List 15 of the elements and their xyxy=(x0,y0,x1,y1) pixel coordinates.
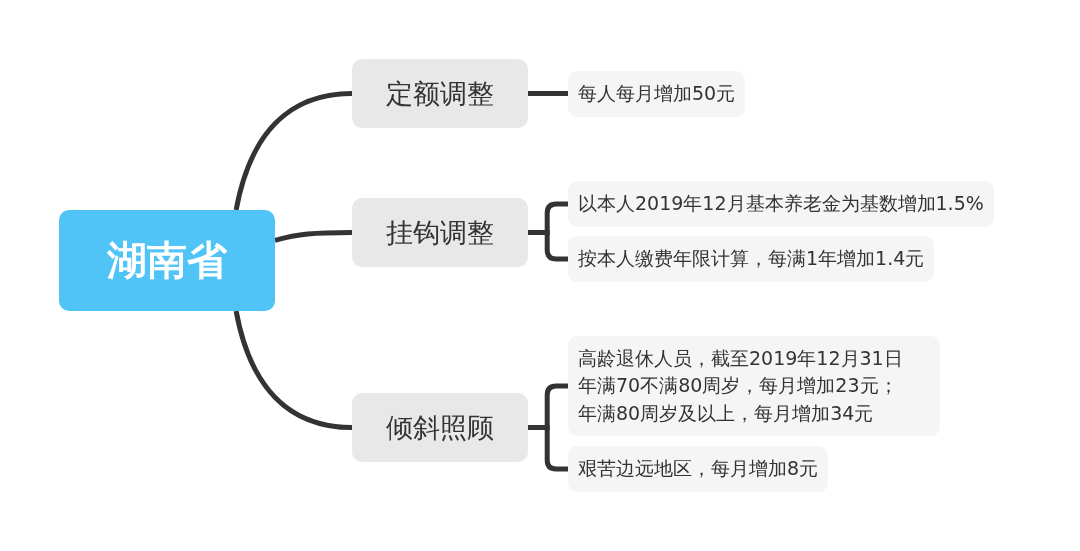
central-topic-box: 湖南省 xyxy=(59,210,275,311)
connector-line xyxy=(528,425,568,472)
topic-box: 倾斜照顾 xyxy=(352,393,528,462)
detail-box: 艰苦边远地区，每月增加8元 xyxy=(568,446,829,492)
detail-box: 以本人2019年12月基本养老金为基数增加1.5% xyxy=(568,181,994,227)
detail-box: 高龄退休人员，截至2019年12月31日年满70不满80周岁，每月增加23元；年满80周岁及以上，每月增加34元 xyxy=(568,336,940,436)
connector-line xyxy=(233,310,353,430)
topic-box: 挂钩调整 xyxy=(352,198,528,267)
connector-line xyxy=(528,230,568,262)
detail-box: 按本人缴费年限计算，每满1年增加1.4元 xyxy=(568,236,935,282)
connector-line xyxy=(528,91,568,96)
connector-line xyxy=(274,230,352,243)
connector-line xyxy=(233,91,353,211)
topic-box: 定额调整 xyxy=(352,59,528,128)
detail-box: 每人每月增加50元 xyxy=(568,71,746,117)
